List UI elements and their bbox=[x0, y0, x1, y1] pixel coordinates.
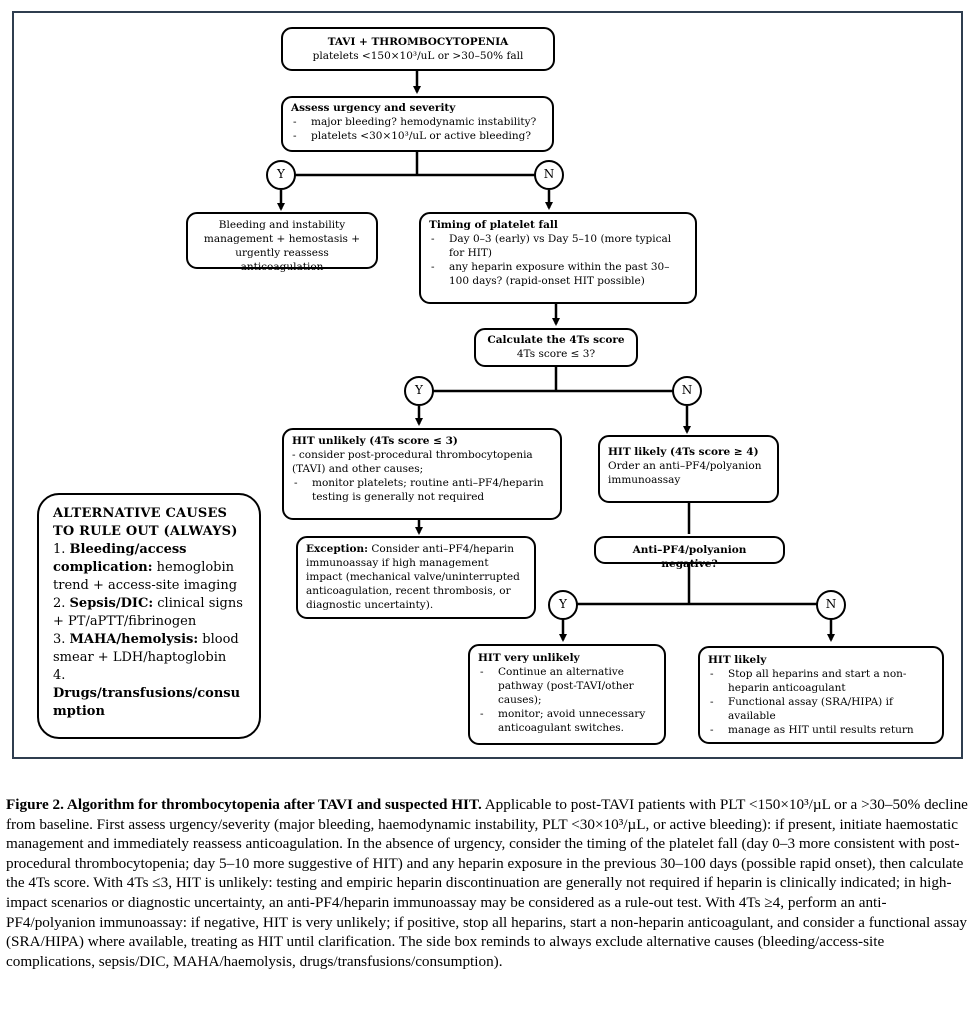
hit-unlikely-line: - consider post-procedural thrombocytope… bbox=[292, 449, 533, 475]
hit-likely-line: Order an anti–PF4/polyanion immunoassay bbox=[608, 460, 762, 486]
timing-box-title: Timing of platelet fall bbox=[429, 219, 558, 231]
hit-likely-2-list: Stop all heparins and start a non-hepari… bbox=[708, 667, 934, 737]
hit-unlikely-box: HIT unlikely (4Ts score ≤ 3) - consider … bbox=[282, 428, 562, 520]
timing-item-1: Day 0–3 (early) vs Day 5–10 (more typica… bbox=[429, 232, 687, 260]
figure-caption: Figure 2. Algorithm for thrombocytopenia… bbox=[6, 795, 968, 971]
score-box-title: Calculate the 4Ts score bbox=[487, 334, 625, 346]
alt-item-2: 2. Sepsis/DIC: clinical signs + PT/aPTT/… bbox=[53, 595, 249, 631]
very-unlikely-box: HIT very unlikely Continue an alternativ… bbox=[468, 644, 666, 745]
alt-item-4-label: Drugs/transfusions/consumption bbox=[53, 686, 241, 719]
alt-item-1-num: 1. bbox=[53, 542, 66, 557]
assess-box: Assess urgency and severity major bleedi… bbox=[281, 96, 554, 152]
alt-item-2-text: clinical signs + PT/aPTT/fibrinogen bbox=[53, 596, 243, 629]
bleeding-box: Bleeding and instability management + he… bbox=[186, 212, 378, 273]
hit-unlikely-list: monitor platelets; routine anti–PF4/hepa… bbox=[292, 476, 552, 504]
very-unlikely-item-2: monitor; avoid unnecessary anticoagulant… bbox=[478, 707, 656, 735]
negative-box-title: Anti–PF4/polyanion negative? bbox=[632, 544, 747, 570]
alt-item-1-text: hemoglobin trend + access-site imaging bbox=[53, 560, 238, 593]
yes-circle-1: Y bbox=[266, 160, 296, 190]
alternative-causes-box: ALTERNATIVE CAUSES TO RULE OUT (ALWAYS) … bbox=[37, 493, 261, 739]
timing-item-2: any heparin exposure within the past 30–… bbox=[429, 260, 687, 288]
alt-item-3-label: MAHA/hemolysis: bbox=[69, 632, 199, 647]
very-unlikely-title: HIT very unlikely bbox=[478, 652, 580, 664]
alt-item-3: 3. MAHA/hemolysis: blood smear + LDH/hap… bbox=[53, 631, 249, 667]
alt-item-1-label: Bleeding/access complication: bbox=[53, 542, 187, 575]
alt-item-4-num: 4. bbox=[53, 668, 66, 683]
yes-circle-2: Y bbox=[404, 376, 434, 406]
alt-item-1: 1. Bleeding/access complication: hemoglo… bbox=[53, 541, 249, 595]
caption-text: Applicable to post-TAVI patients with PL… bbox=[6, 796, 968, 970]
yes-circle-3: Y bbox=[548, 590, 578, 620]
negative-box: Anti–PF4/polyanion negative? bbox=[594, 536, 785, 570]
alt-title: ALTERNATIVE CAUSES TO RULE OUT (ALWAYS) bbox=[53, 506, 238, 539]
alt-item-3-num: 3. bbox=[53, 632, 66, 647]
exception-box: Exception: Consider anti–PF4/heparin imm… bbox=[296, 536, 536, 619]
hit-likely-2-item-1: Stop all heparins and start a non-hepari… bbox=[708, 667, 934, 695]
no-circle-1: N bbox=[534, 160, 564, 190]
very-unlikely-item-1: Continue an alternative pathway (post-TA… bbox=[478, 665, 656, 707]
timing-box-list: Day 0–3 (early) vs Day 5–10 (more typica… bbox=[429, 232, 687, 288]
score-box-line: 4Ts score ≤ 3? bbox=[516, 348, 596, 360]
assess-box-title: Assess urgency and severity bbox=[291, 102, 456, 114]
hit-likely-box: HIT likely (4Ts score ≥ 4) Order an anti… bbox=[598, 435, 779, 503]
exception-label: Exception: bbox=[306, 543, 369, 555]
bleeding-box-text: Bleeding and instability management + he… bbox=[203, 219, 361, 273]
assess-box-list: major bleeding? hemodynamic instability?… bbox=[291, 115, 544, 143]
hit-unlikely-title: HIT unlikely (4Ts score ≤ 3) bbox=[292, 435, 458, 447]
start-box: TAVI + THROMBOCYTOPENIA platelets <150×1… bbox=[281, 27, 555, 71]
exception-text: Consider anti–PF4/heparin immunoassay if… bbox=[306, 543, 520, 611]
hit-likely-title: HIT likely (4Ts score ≥ 4) bbox=[608, 446, 759, 458]
very-unlikely-list: Continue an alternative pathway (post-TA… bbox=[478, 665, 656, 735]
assess-item-2: platelets <30×10³/uL or active bleeding? bbox=[291, 129, 544, 143]
alt-item-3-text: blood smear + LDH/haptoglobin bbox=[53, 632, 239, 665]
hit-likely-2-item-3: manage as HIT until results return bbox=[708, 723, 934, 737]
hit-likely-2-box: HIT likely Stop all heparins and start a… bbox=[698, 646, 944, 744]
score-box: Calculate the 4Ts score 4Ts score ≤ 3? bbox=[474, 328, 638, 367]
hit-likely-2-title: HIT likely bbox=[708, 654, 767, 666]
hit-unlikely-item-1: monitor platelets; routine anti–PF4/hepa… bbox=[292, 476, 552, 504]
timing-box: Timing of platelet fall Day 0–3 (early) … bbox=[419, 212, 697, 304]
assess-item-1: major bleeding? hemodynamic instability? bbox=[291, 115, 544, 129]
no-circle-2: N bbox=[672, 376, 702, 406]
no-circle-3: N bbox=[816, 590, 846, 620]
start-box-line: platelets <150×10³/uL or >30–50% fall bbox=[312, 50, 524, 62]
alt-item-2-label: Sepsis/DIC: bbox=[69, 596, 154, 611]
alt-item-2-num: 2. bbox=[53, 596, 66, 611]
figure-frame bbox=[12, 11, 963, 759]
caption-label: Figure 2. Algorithm for thrombocytopenia… bbox=[6, 796, 482, 813]
hit-likely-2-item-2: Functional assay (SRA/HIPA) if available bbox=[708, 695, 934, 723]
start-box-title: TAVI + THROMBOCYTOPENIA bbox=[327, 36, 509, 48]
